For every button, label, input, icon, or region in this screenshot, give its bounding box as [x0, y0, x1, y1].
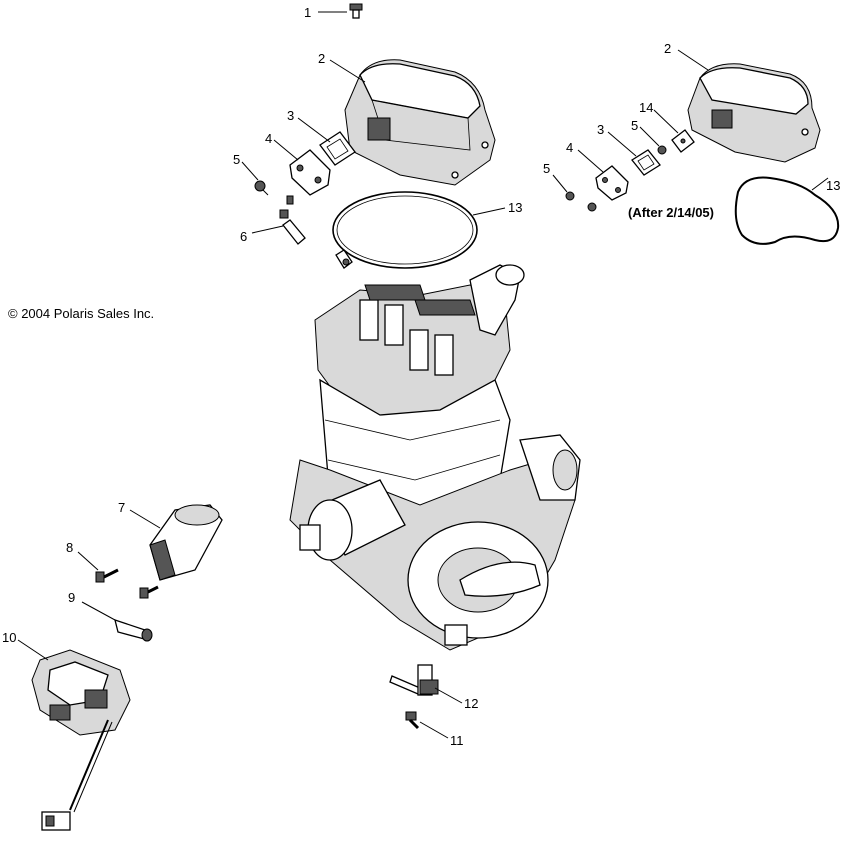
leader-11: [419, 721, 449, 739]
leader-2b: [677, 49, 709, 71]
callout-1: 1: [304, 5, 311, 20]
engine-assembly: [289, 264, 581, 651]
part-1-bolt: [349, 3, 363, 19]
callout-2b: 2: [664, 41, 671, 56]
callout-10: 10: [2, 630, 16, 645]
callout-11: 11: [450, 733, 464, 748]
callout-5a: 5: [233, 152, 240, 167]
part-14-plate: [671, 129, 695, 153]
leader-13b: [811, 177, 829, 191]
leader-14: [653, 109, 679, 134]
part-12-sensor: [389, 664, 439, 696]
callout-14: 14: [639, 100, 653, 115]
callout-5b: 5: [631, 118, 638, 133]
part-5-screw-right: [565, 191, 597, 212]
part-4-breather-right: [595, 165, 629, 201]
leader-8: [77, 551, 99, 571]
part-5-screw: [254, 180, 269, 196]
callout-5c: 5: [543, 161, 550, 176]
leader-2a: [329, 59, 366, 83]
part-11-bolt: [405, 711, 420, 730]
part-13-gasket-alt: [734, 176, 840, 245]
leader-3a: [297, 117, 331, 143]
leader-4a: [273, 139, 299, 161]
part-6-sensor: [279, 195, 306, 245]
part-13-o-ring: [332, 191, 478, 269]
leader-5c: [552, 174, 568, 193]
part-2-valve-cover-alt: [687, 63, 821, 163]
part-8-bolt: [95, 568, 159, 599]
callout-3a: 3: [287, 108, 294, 123]
part-9-clamp: [114, 619, 153, 642]
callout-9: 9: [68, 590, 75, 605]
leader-10: [17, 639, 49, 661]
leader-6: [251, 225, 284, 234]
callout-12: 12: [464, 696, 478, 711]
callout-3b: 3: [597, 122, 604, 137]
part-3-gasket-right: [631, 149, 661, 176]
part-5-screw-right-top: [657, 145, 667, 155]
part-10-throttle-body: [31, 649, 131, 831]
leader-7: [129, 509, 161, 529]
date-note: (After 2/14/05): [628, 205, 714, 220]
leader-12: [434, 687, 463, 704]
callout-13b: 13: [826, 178, 840, 193]
part-2-valve-cover: [344, 59, 496, 186]
callout-4b: 4: [566, 140, 573, 155]
leader-13a: [472, 207, 506, 216]
callout-8: 8: [66, 540, 73, 555]
callout-4a: 4: [265, 131, 272, 146]
callout-6: 6: [240, 229, 247, 244]
callout-2a: 2: [318, 51, 325, 66]
leader-3b: [607, 131, 637, 157]
part-3-gasket: [319, 131, 356, 166]
leader-4b: [577, 149, 604, 173]
part-13-o-ring-inner: [336, 195, 474, 265]
leader-5b: [639, 126, 660, 147]
part-6-fitting: [335, 249, 353, 269]
leader-9: [81, 601, 116, 621]
callout-13a: 13: [508, 200, 522, 215]
part-4-breather: [289, 149, 331, 196]
part-7-intake-boot: [149, 504, 223, 581]
callout-7: 7: [118, 500, 125, 515]
leader-5a: [241, 161, 259, 181]
copyright-text: © 2004 Polaris Sales Inc.: [8, 306, 154, 321]
